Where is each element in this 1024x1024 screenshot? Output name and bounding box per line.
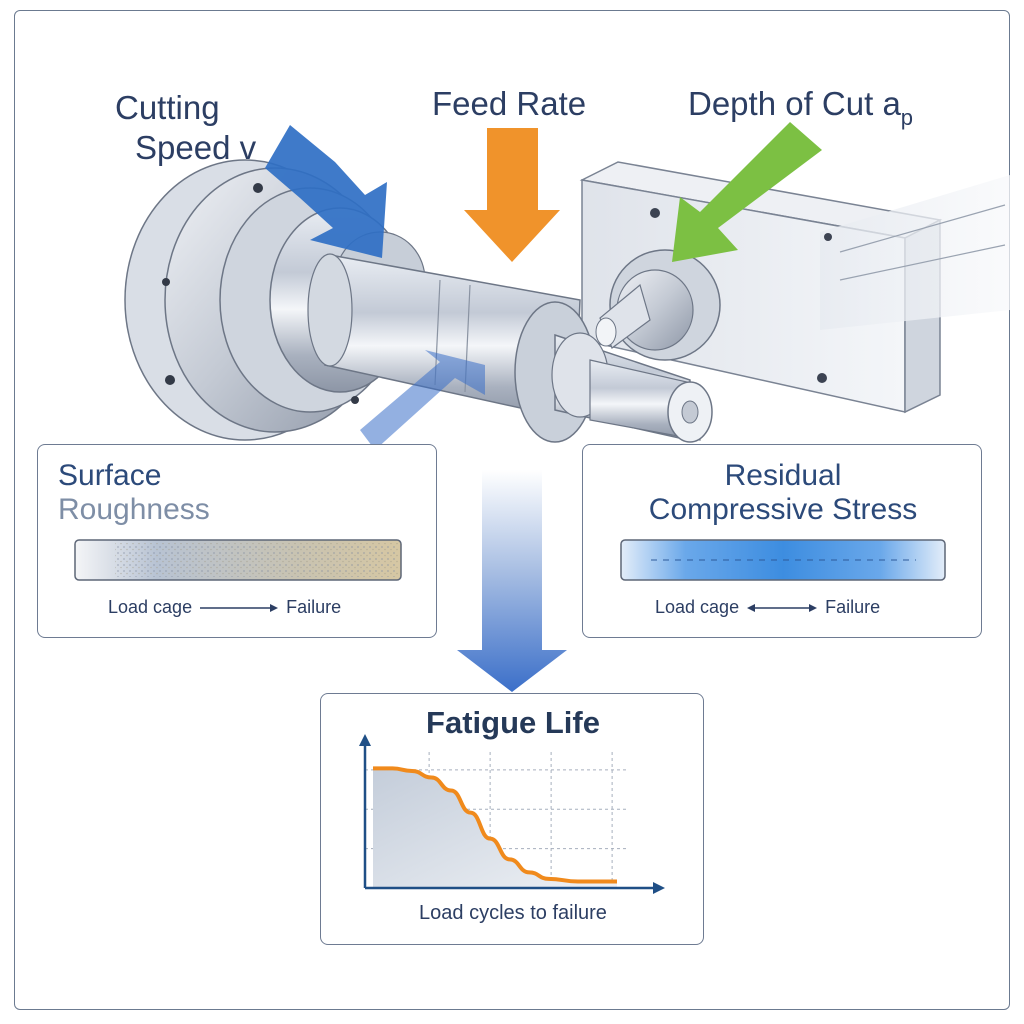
residual-stress-panel: Residual Compressive Stress Load cage Fa… — [582, 444, 982, 638]
surface-roughness-title: Surface Roughness — [58, 459, 258, 527]
fatigue-life-panel: Fatigue Life Load cycles to failure — [320, 693, 704, 945]
x-axis-arrowhead — [653, 882, 665, 894]
cutting-speed-line2: Speed v — [135, 129, 257, 166]
surface-title-line1: Surface — [58, 459, 162, 492]
arrow-right-icon — [200, 603, 279, 612]
residual-title-line2: Compressive Stress — [648, 493, 918, 526]
depth-of-cut-subscript: p — [900, 105, 914, 130]
feed-rate-label: Feed Rate — [432, 85, 587, 122]
tool-holder-block — [579, 161, 1010, 414]
fatigue-life-title: Fatigue Life — [426, 705, 600, 740]
residual-flow-right: Failure — [825, 597, 881, 617]
cutting-speed-arrow — [265, 125, 387, 258]
workpiece-shaft — [307, 253, 713, 443]
residual-flow-left: Load cage — [655, 597, 740, 617]
roughness-bar — [74, 539, 402, 581]
depth-of-cut-arrow — [672, 122, 822, 262]
residual-flow: Load cage Failure — [655, 597, 880, 618]
double-arrow-icon — [747, 603, 818, 612]
fatigue-xlabel: Load cycles to failure — [419, 902, 607, 924]
residual-stress-bar — [620, 539, 946, 581]
cutting-tool — [595, 249, 721, 361]
surface-flow: Load cage Failure — [108, 597, 341, 618]
surface-flow-left: Load cage — [108, 597, 193, 617]
surface-flow-arrow — [360, 350, 485, 450]
fatigue-area — [373, 768, 617, 888]
feed-rate-arrow — [464, 128, 560, 262]
depth-of-cut-text: Depth of Cut a — [688, 85, 901, 122]
depth-of-cut-label: Depth of Cut ap — [688, 84, 914, 130]
surface-flow-right: Failure — [286, 597, 342, 617]
residual-title-line1: Residual — [724, 459, 842, 492]
cutting-speed-line1: Cutting — [115, 89, 220, 126]
fatigue-curve — [373, 766, 617, 884]
residual-stress-title: Residual Compressive Stress — [583, 459, 983, 527]
surface-title-line2: Roughness — [58, 493, 210, 526]
central-down-arrow — [457, 470, 567, 692]
y-axis-arrowhead — [359, 734, 371, 746]
surface-roughness-panel: Surface Roughness Load cage Failure — [37, 444, 437, 638]
cutting-speed-label: Cutting Speed v — [115, 88, 285, 168]
fatigue-life-chart — [359, 734, 665, 894]
